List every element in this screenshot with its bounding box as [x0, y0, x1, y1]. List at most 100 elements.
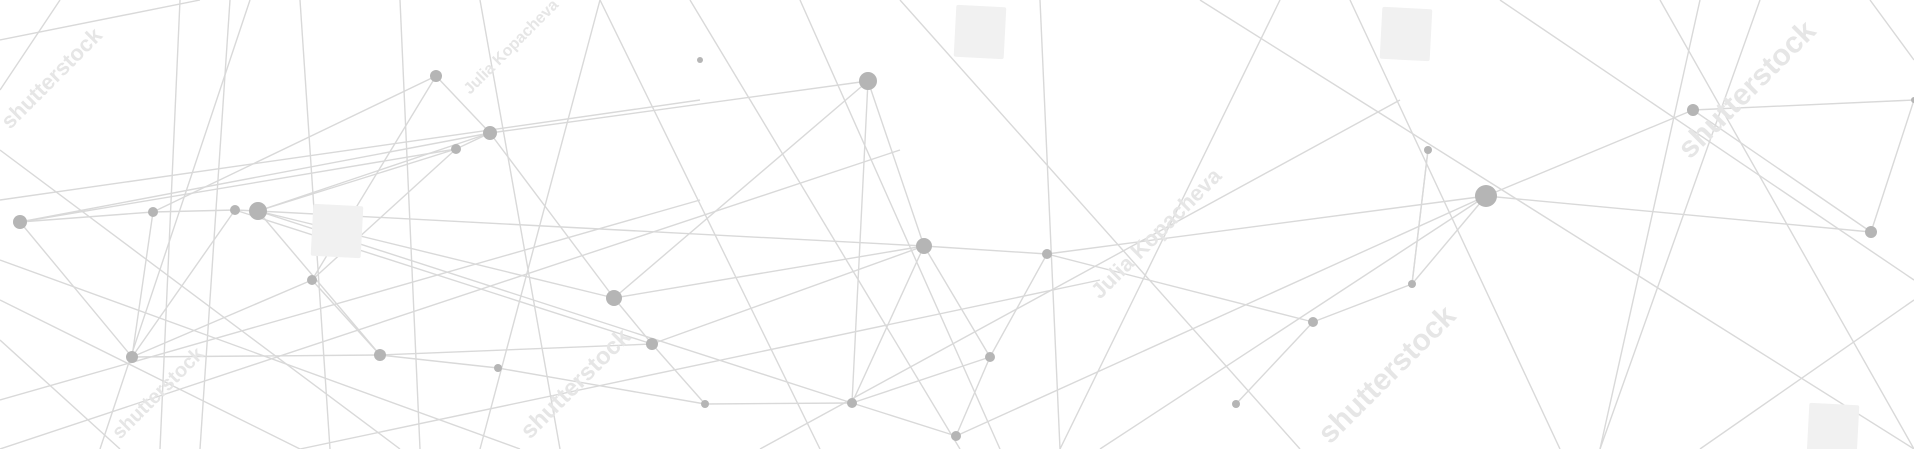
network-line: [299, 279, 1101, 449]
network-line: [1599, 0, 1761, 449]
network-edge: [1312, 283, 1413, 323]
network-edge: [1046, 253, 1314, 323]
network-edge: [379, 354, 499, 369]
network-line: [759, 99, 1401, 449]
network-edge: [704, 402, 853, 405]
network-node: [126, 351, 138, 363]
network-line: [1869, 0, 1914, 61]
network-edge: [131, 211, 154, 358]
network-edge: [497, 367, 706, 405]
network-node: [307, 275, 317, 285]
network-edge: [851, 402, 957, 437]
network-node: [1865, 226, 1877, 238]
network-node: [1424, 146, 1432, 154]
network-node: [847, 398, 857, 408]
network-edge: [851, 356, 991, 404]
network-node: [985, 352, 995, 362]
network-line: [1039, 0, 1061, 449]
network-node: [1911, 97, 1914, 103]
network-edge: [152, 75, 437, 213]
watermark-brand-1: shutterstock: [0, 22, 107, 134]
network-line: [899, 0, 1301, 449]
watermark-brand-4: shutterstock: [108, 342, 209, 443]
network-edge: [955, 195, 1487, 437]
network-node: [951, 431, 961, 441]
network-edge: [1485, 195, 1872, 233]
network-node: [148, 207, 158, 217]
network-edge: [1411, 195, 1487, 285]
network-edge: [311, 148, 457, 281]
network-edge: [257, 132, 491, 212]
network-edge: [851, 245, 925, 404]
network-edge: [1411, 149, 1429, 285]
network-edge: [923, 245, 991, 358]
network-line: [689, 0, 961, 449]
network-edge: [923, 245, 1048, 255]
network-node: [230, 205, 240, 215]
network-edge: [19, 221, 133, 358]
watermark-texts: shutterstock Julia Kopacheva Julia Kopac…: [0, 0, 1822, 449]
network-line: [0, 299, 301, 449]
network-edge: [257, 210, 381, 356]
network-edge: [234, 209, 653, 345]
network-line: [1349, 0, 1561, 449]
network-line: [1499, 0, 1914, 281]
network-node: [374, 349, 386, 361]
network-node: [646, 338, 658, 350]
network-node: [483, 126, 497, 140]
network-edge: [1235, 321, 1314, 405]
network-edge: [989, 253, 1048, 358]
network-line: [0, 199, 701, 401]
network-edge: [1692, 109, 1872, 233]
network-node: [430, 70, 442, 82]
network-edge: [613, 245, 925, 299]
network-node: [697, 57, 703, 63]
network-edge: [131, 354, 381, 358]
network-edge: [1692, 99, 1914, 111]
watermark-logo-square: [310, 203, 364, 259]
network-edge: [19, 211, 154, 223]
network-edge: [651, 343, 706, 405]
network-line: [399, 0, 421, 449]
network-edge: [152, 209, 236, 213]
network-edge: [435, 75, 491, 134]
network-edge: [613, 297, 653, 345]
network-line: [159, 0, 181, 449]
network-node: [1475, 185, 1497, 207]
network-line: [1059, 0, 1281, 449]
network-nodes: [13, 57, 1914, 441]
network-line: [1199, 0, 1914, 449]
network-line: [1699, 299, 1914, 449]
network-edge: [19, 148, 457, 223]
network-edge: [1485, 109, 1694, 197]
network-line: [0, 0, 201, 41]
network-edge: [19, 132, 491, 223]
network-node: [859, 72, 877, 90]
network-node: [1687, 104, 1699, 116]
watermark-brand-5: shutterstock: [515, 323, 636, 444]
watermark-brand-2: shutterstock: [1312, 299, 1463, 449]
network-edge: [1870, 99, 1914, 233]
network-line: [479, 0, 601, 449]
watermark-logos: [310, 4, 1860, 449]
network-edge: [257, 210, 925, 247]
network-node: [13, 215, 27, 229]
network-line: [0, 339, 121, 449]
network-node: [494, 364, 502, 372]
network-edge: [489, 132, 615, 299]
network-edge: [131, 279, 313, 358]
watermark-author-1: Julia Kopacheva: [461, 0, 562, 98]
network-line: [0, 149, 901, 449]
network-line: [0, 259, 521, 449]
network-edge: [651, 245, 925, 345]
watermark-logo-square: [1379, 6, 1433, 62]
network-edge: [613, 80, 869, 299]
network-node: [1308, 317, 1318, 327]
network-edge: [867, 80, 925, 247]
network-line: [0, 149, 401, 449]
network-node: [1232, 400, 1240, 408]
network-line: [799, 0, 1001, 449]
network-node: [916, 238, 932, 254]
